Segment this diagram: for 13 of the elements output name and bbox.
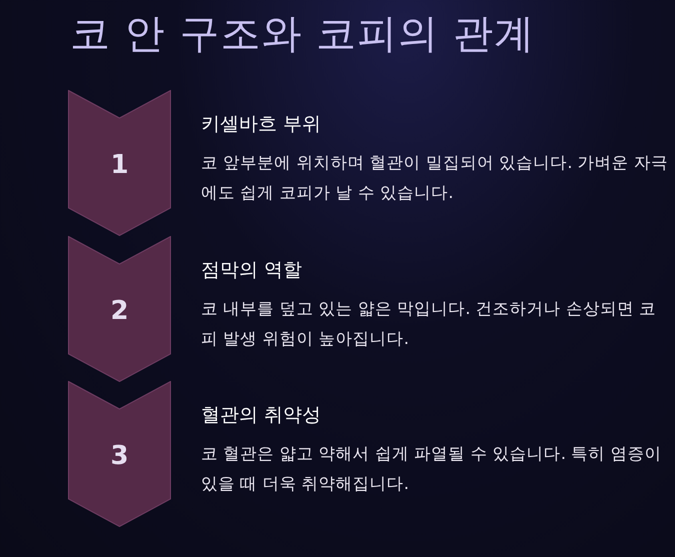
chevron-step [68, 90, 171, 236]
step-description: 코 내부를 덮고 있는 얇은 막입니다. 건조하거나 손상되면 코피 발생 위험이 높아집니다. [201, 298, 658, 350]
step-description: 코 앞부분에 위치하며 혈관이 밀집되어 있습니다. 가벼운 자극에도 쉽게 코피가 날 수 있습니다. [201, 152, 669, 204]
chevron-step [68, 236, 171, 382]
step-heading: 키셀바흐 부위 [201, 112, 322, 137]
step-number: 2 [109, 296, 130, 326]
step-number: 3 [109, 441, 130, 471]
chevron-step [68, 381, 171, 527]
step-number: 1 [109, 150, 130, 180]
step-heading: 혈관의 취약성 [201, 403, 322, 428]
step-heading: 점막의 역할 [201, 258, 302, 283]
step-description: 코 혈관은 얇고 약해서 쉽게 파열될 수 있습니다. 특히 염증이 있을 때 더욱 취약해집니다. [201, 443, 662, 495]
title: 코 안 구조와 코피의 관계 [70, 10, 535, 59]
